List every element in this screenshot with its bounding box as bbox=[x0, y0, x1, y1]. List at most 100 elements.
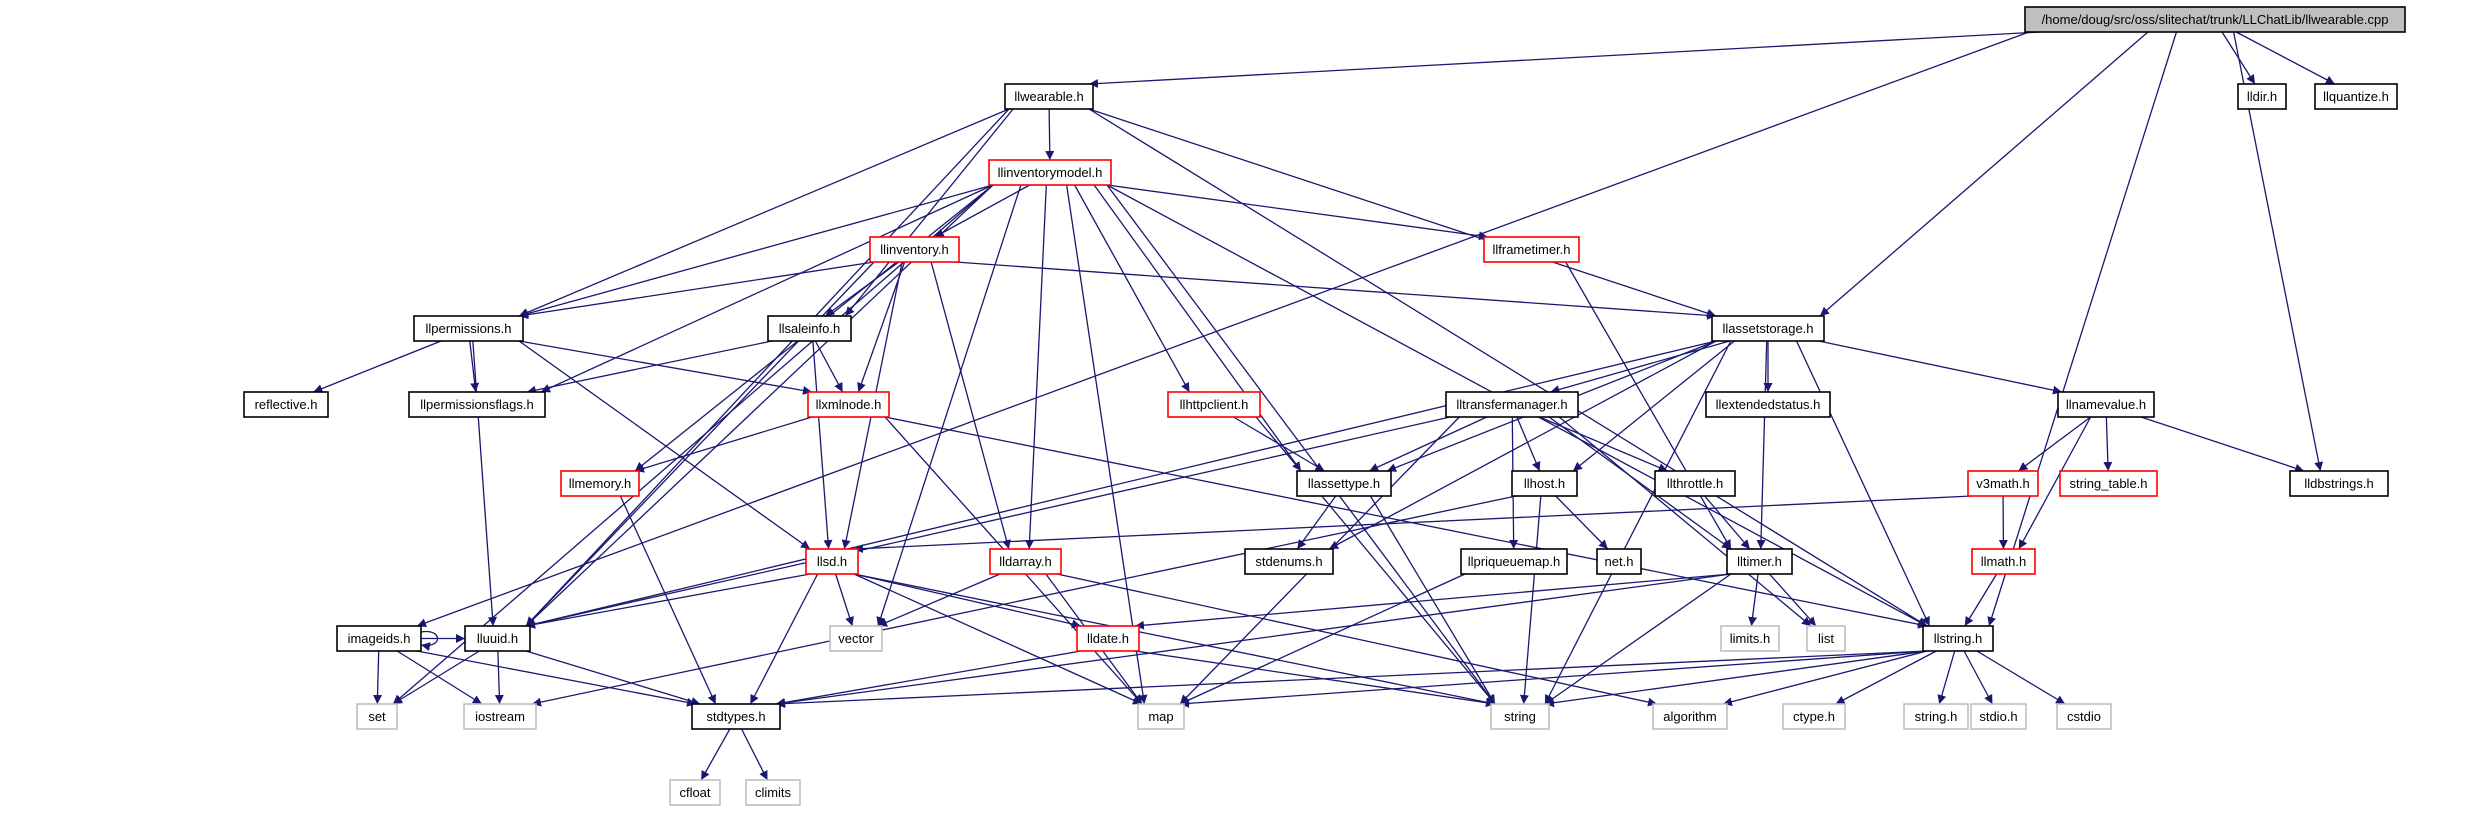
node-label: stdio.h bbox=[1979, 709, 2017, 724]
node-label: imageids.h bbox=[348, 631, 411, 646]
edge-llpermissions-to-llxmlnode bbox=[518, 340, 813, 395]
node-iostream[interactable]: iostream bbox=[463, 703, 537, 730]
node-label: llquantize.h bbox=[2323, 89, 2389, 104]
node-llquantize[interactable]: llquantize.h bbox=[2314, 83, 2398, 110]
node-lltimer[interactable]: lltimer.h bbox=[1726, 548, 1793, 575]
node-string-h[interactable]: string.h bbox=[1903, 703, 1969, 730]
node-list[interactable]: list bbox=[1806, 625, 1846, 652]
node-llnamevalue[interactable]: llnamevalue.h bbox=[2057, 391, 2155, 418]
node-ctype[interactable]: ctype.h bbox=[1782, 703, 1846, 730]
node-label: llthrottle.h bbox=[1667, 476, 1723, 491]
edge-llinventorymodel-to-vector bbox=[876, 184, 1022, 627]
edge-llnamevalue-to-lldbstrings bbox=[2140, 416, 2305, 473]
node-label: vector bbox=[838, 631, 874, 646]
node-box bbox=[1967, 470, 2039, 497]
edge-llstring-to-ctype bbox=[1835, 650, 1937, 705]
node-llmath[interactable]: llmath.h bbox=[1971, 548, 2036, 575]
node-set[interactable]: set bbox=[356, 703, 398, 730]
node-box bbox=[1711, 315, 1825, 342]
node-lldir[interactable]: lldir.h bbox=[2237, 83, 2287, 110]
node-llhttpclient[interactable]: llhttpclient.h bbox=[1167, 391, 1261, 418]
node-string[interactable]: string bbox=[1490, 703, 1550, 730]
edge-llinventorymodel-to-llinventory bbox=[934, 184, 1030, 238]
node-llwearable[interactable]: llwearable.h bbox=[1004, 83, 1094, 110]
edge-llsaleinfo-to-llsd bbox=[812, 340, 833, 550]
edge-llsd-to-vector bbox=[834, 573, 854, 627]
edge-llsaleinfo-to-llxmlnode bbox=[814, 340, 844, 393]
node-label: v3math.h bbox=[1976, 476, 2029, 491]
node-algorithm[interactable]: algorithm bbox=[1652, 703, 1728, 730]
node-box bbox=[2289, 470, 2389, 497]
node-map[interactable]: map bbox=[1137, 703, 1185, 730]
node-cfloat[interactable]: cfloat bbox=[669, 779, 721, 806]
node-lldbstrings[interactable]: lldbstrings.h bbox=[2289, 470, 2389, 497]
edge-lltimer-to-lldate bbox=[1134, 573, 1732, 630]
node-llsd[interactable]: llsd.h bbox=[805, 548, 859, 575]
node-label: llinventorymodel.h bbox=[998, 165, 1103, 180]
node-llsaleinfo[interactable]: llsaleinfo.h bbox=[767, 315, 852, 342]
node-llassettype[interactable]: llassettype.h bbox=[1296, 470, 1392, 497]
node-llthrottle[interactable]: llthrottle.h bbox=[1654, 470, 1736, 497]
node-label: set bbox=[368, 709, 386, 724]
node-llpermissionsflags[interactable]: llpermissionsflags.h bbox=[408, 391, 546, 418]
node-llassetstorage[interactable]: llassetstorage.h bbox=[1711, 315, 1825, 342]
node-box bbox=[669, 779, 721, 806]
node-llmemory[interactable]: llmemory.h bbox=[560, 470, 640, 497]
node-imageids[interactable]: imageids.h bbox=[336, 625, 422, 652]
edge-llstring-to-string bbox=[1544, 650, 1928, 708]
node-box bbox=[1483, 236, 1580, 263]
node-llframetimer[interactable]: llframetimer.h bbox=[1483, 236, 1580, 263]
node-llstring[interactable]: llstring.h bbox=[1922, 625, 1994, 652]
edge-llassetstorage-to-stdenums bbox=[1328, 340, 1717, 550]
node-label: llmemory.h bbox=[569, 476, 632, 491]
node-llpermissions[interactable]: llpermissions.h bbox=[413, 315, 524, 342]
node-label: reflective.h bbox=[255, 397, 318, 412]
edge-llstring-to-algorithm bbox=[1722, 650, 1928, 707]
edge-llsd-to-lldate bbox=[853, 573, 1082, 629]
node-box bbox=[1970, 703, 2027, 730]
node-lluuid[interactable]: lluuid.h bbox=[464, 625, 531, 652]
node-label: llwearable.h bbox=[1014, 89, 1083, 104]
edge-llinventorymodel-to-llframetimer bbox=[1106, 184, 1489, 241]
edge-llnamevalue-to-string-table bbox=[2103, 416, 2113, 472]
node-cstdio[interactable]: cstdio bbox=[2056, 703, 2112, 730]
node-box bbox=[1004, 83, 1094, 110]
node-llxmlnode[interactable]: llxmlnode.h bbox=[807, 391, 890, 418]
node-stdenums[interactable]: stdenums.h bbox=[1244, 548, 1334, 575]
edges-layer bbox=[313, 31, 2336, 781]
node-box bbox=[2057, 391, 2155, 418]
node-stdio[interactable]: stdio.h bbox=[1970, 703, 2027, 730]
node-net[interactable]: net.h bbox=[1596, 548, 1642, 575]
node-llextendedstatus[interactable]: llextendedstatus.h bbox=[1705, 391, 1831, 418]
node-vector[interactable]: vector bbox=[829, 625, 883, 652]
edge-lltransfermanager-to-llassettype bbox=[1368, 416, 1488, 472]
node-llinventorymodel[interactable]: llinventorymodel.h bbox=[988, 159, 1112, 186]
edge-llsaleinfo-to-llpermissionsflags bbox=[526, 340, 773, 395]
node-llhost[interactable]: llhost.h bbox=[1511, 470, 1578, 497]
edge-llinventorymodel-to-llhttpclient bbox=[1074, 184, 1190, 393]
node-label: list bbox=[1818, 631, 1834, 646]
node-llpriqueuemap[interactable]: llpriqueuemap.h bbox=[1460, 548, 1568, 575]
node-label: llextendedstatus.h bbox=[1716, 397, 1821, 412]
node-v3math[interactable]: v3math.h bbox=[1967, 470, 2039, 497]
edge-llmath-to-llstring bbox=[1964, 573, 1998, 627]
edge-lltimer-to-stdtypes bbox=[775, 573, 1732, 708]
node-limits[interactable]: limits.h bbox=[1720, 625, 1780, 652]
edge-llnamevalue-to-llmath bbox=[2018, 416, 2092, 550]
node-string-table[interactable]: string_table.h bbox=[2059, 470, 2158, 497]
edge-llstring-to-string-h bbox=[1937, 650, 1956, 705]
node-llinventory[interactable]: llinventory.h bbox=[869, 236, 960, 263]
node-root[interactable]: /home/doug/src/oss/slitechat/trunk/LLCha… bbox=[2024, 6, 2406, 33]
node-box bbox=[463, 703, 537, 730]
node-climits[interactable]: climits bbox=[745, 779, 801, 806]
edge-llinventory-to-llassetstorage bbox=[954, 261, 1717, 320]
node-lltransfermanager[interactable]: lltransfermanager.h bbox=[1445, 391, 1579, 418]
node-box bbox=[1296, 470, 1392, 497]
node-box bbox=[1922, 625, 1994, 652]
edge-llassetstorage-to-lluuid bbox=[525, 340, 1717, 629]
node-lldarray[interactable]: lldarray.h bbox=[989, 548, 1062, 575]
node-lldate[interactable]: lldate.h bbox=[1076, 625, 1140, 652]
node-stdtypes[interactable]: stdtypes.h bbox=[691, 703, 781, 730]
edge-llpermissions-to-reflective bbox=[313, 340, 442, 393]
node-reflective[interactable]: reflective.h bbox=[243, 391, 329, 418]
